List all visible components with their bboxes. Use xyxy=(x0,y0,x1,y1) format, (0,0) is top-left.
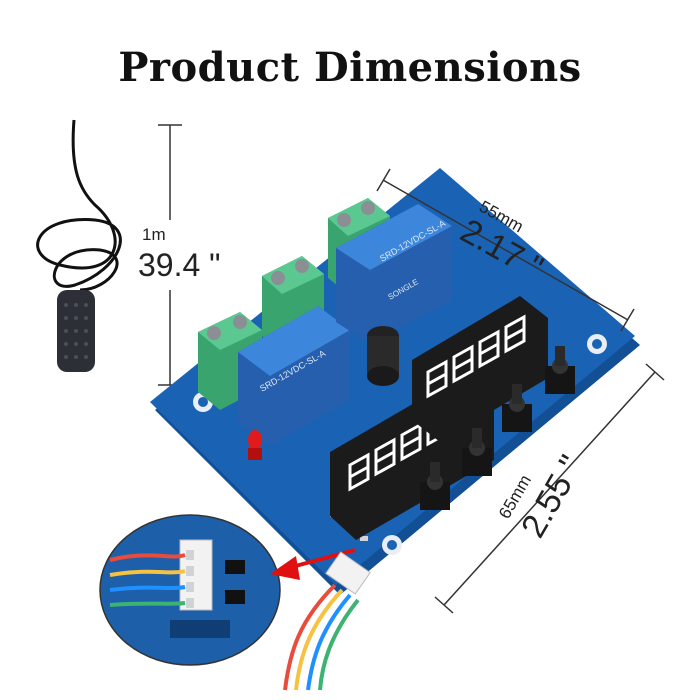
seven-segment-displays xyxy=(330,296,548,540)
button-4 xyxy=(545,346,575,394)
cable-length-dimension: 1m 39.4 " xyxy=(138,124,260,386)
button-1 xyxy=(420,462,450,510)
relay-2: SRD-12VDC-SL-A SONGLE xyxy=(336,204,452,344)
connector-wires xyxy=(283,551,371,691)
sensor-probe xyxy=(36,119,122,372)
relays: SRD-12VDC-SL-A SRD-12VDC-SL-A SONGLE xyxy=(238,204,452,446)
button-2 xyxy=(462,428,492,476)
cable-length-imperial: 39.4 " xyxy=(138,247,221,283)
relay-1: SRD-12VDC-SL-A xyxy=(238,306,350,446)
red-led xyxy=(248,430,262,460)
capacitor xyxy=(367,326,399,386)
button-3 xyxy=(502,384,532,432)
display-top xyxy=(412,296,548,442)
connector-detail-inset xyxy=(99,514,281,666)
tactile-buttons xyxy=(420,346,575,510)
cable-length-metric: 1m xyxy=(142,225,166,244)
pointer-arrow xyxy=(270,548,356,580)
page-title: Product Dimensions xyxy=(118,44,582,91)
sensor-cable xyxy=(36,119,122,292)
